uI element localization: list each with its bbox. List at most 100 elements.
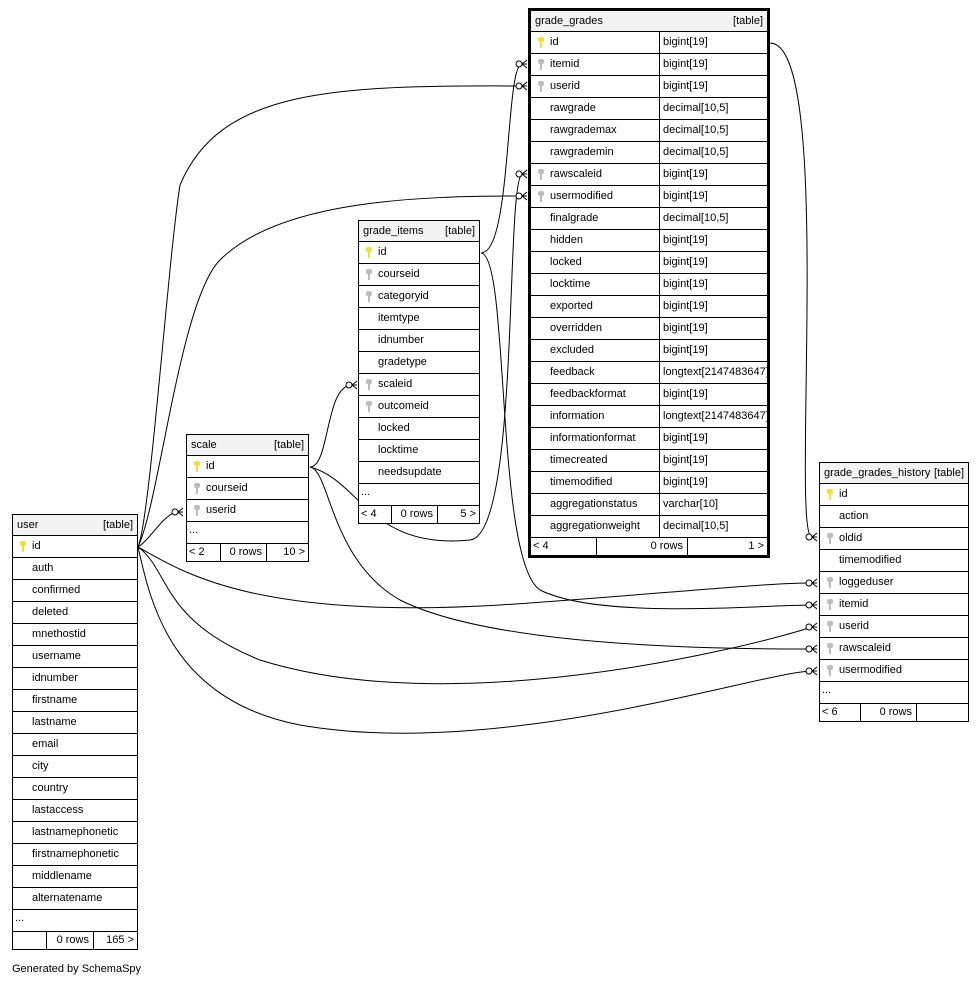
- column-row-firstname[interactable]: firstname: [13, 690, 137, 712]
- many-marker: [521, 59, 528, 69]
- column-row-userid[interactable]: userid: [187, 500, 308, 522]
- table-header[interactable]: user[table]: [13, 515, 137, 536]
- optional-marker: [805, 579, 813, 587]
- column-name: userid: [550, 80, 580, 92]
- table-header[interactable]: grade_grades[table]: [531, 11, 767, 32]
- column-row-confirmed[interactable]: confirmed: [13, 580, 137, 602]
- column-row-scaleid[interactable]: scaleid: [359, 374, 479, 396]
- rel-grade-grades-id-to-history-oldid: [769, 42, 813, 538]
- column-row-mnethostid[interactable]: mnethostid: [13, 624, 137, 646]
- column-row-lastname[interactable]: lastname: [13, 712, 137, 734]
- column-row-needsupdate[interactable]: needsupdate: [359, 462, 479, 484]
- column-row-id[interactable]: id: [359, 242, 479, 264]
- column-row-courseid[interactable]: courseid: [187, 478, 308, 500]
- table-header[interactable]: grade_grades_history[table]: [820, 463, 968, 484]
- column-type: bigint[19]: [659, 340, 708, 361]
- column-row-id[interactable]: id: [187, 456, 308, 478]
- parent-tables-link[interactable]: < 2: [189, 546, 205, 558]
- column-row-country[interactable]: country: [13, 778, 137, 800]
- column-name: mnethostid: [32, 628, 86, 640]
- column-row-gradetype[interactable]: gradetype: [359, 352, 479, 374]
- parent-tables-link[interactable]: [13, 932, 46, 949]
- parent-tables-link[interactable]: < 4: [361, 508, 377, 520]
- column-row-lastaccess[interactable]: lastaccess: [13, 800, 137, 822]
- column-row-lastnamephonetic[interactable]: lastnamephonetic: [13, 822, 137, 844]
- many-marker: [811, 600, 818, 610]
- column-row-email[interactable]: email: [13, 734, 137, 756]
- more-columns-row: ...: [13, 910, 137, 932]
- column-row-userid[interactable]: userid: [820, 616, 968, 638]
- column-row-outcomeid[interactable]: outcomeid: [359, 396, 479, 418]
- child-tables-link[interactable]: 5 >: [437, 506, 479, 523]
- child-tables-link[interactable]: [916, 704, 968, 721]
- column-row-timemodified[interactable]: timemodified: [820, 550, 968, 572]
- column-name: firstname: [32, 694, 78, 706]
- column-row-idnumber[interactable]: idnumber: [359, 330, 479, 352]
- column-row-deleted[interactable]: deleted: [13, 602, 137, 624]
- column-row-alternatename[interactable]: alternatename: [13, 888, 137, 910]
- column-row-usermodified[interactable]: usermodified: [820, 660, 968, 682]
- column-row-locktime[interactable]: locktime: [359, 440, 479, 462]
- child-tables-link[interactable]: 10 >: [266, 544, 308, 561]
- many-marker: [177, 507, 184, 517]
- table-header[interactable]: grade_items[table]: [359, 221, 479, 242]
- parent-tables-link[interactable]: < 4: [533, 540, 549, 552]
- table-header[interactable]: scale[table]: [187, 435, 308, 456]
- column-row-courseid[interactable]: courseid: [359, 264, 479, 286]
- column-row-locked[interactable]: locked: [359, 418, 479, 440]
- column-row-auth[interactable]: auth: [13, 558, 137, 580]
- optional-marker: [515, 82, 523, 90]
- column-row-itemtype[interactable]: itemtype: [359, 308, 479, 330]
- column-row-idnumber[interactable]: idnumber: [13, 668, 137, 690]
- column-row-middlename[interactable]: middlename: [13, 866, 137, 888]
- column-name: country: [32, 782, 69, 794]
- column-row-id[interactable]: id: [13, 536, 137, 558]
- column-name: aggregationweight: [550, 520, 640, 532]
- parent-tables-link[interactable]: < 6: [822, 706, 838, 718]
- column-row-loggeduser[interactable]: loggeduser: [820, 572, 968, 594]
- column-row-firstnamephonetic[interactable]: firstnamephonetic: [13, 844, 137, 866]
- child-tables-link[interactable]: 165 >: [93, 932, 137, 949]
- more-columns-indicator: ...: [361, 486, 371, 498]
- column-row-itemid[interactable]: itemid: [820, 594, 968, 616]
- column-name: feedbackformat: [550, 388, 626, 400]
- column-row-city[interactable]: city: [13, 756, 137, 778]
- column-row-username[interactable]: username: [13, 646, 137, 668]
- child-tables-link[interactable]: 1 >: [687, 538, 767, 555]
- column-row-oldid[interactable]: oldid: [820, 528, 968, 550]
- column-row-action[interactable]: action: [820, 506, 968, 528]
- column-row-rawscaleid[interactable]: rawscaleid: [820, 638, 968, 660]
- column-name: itemid: [839, 598, 869, 610]
- column-type: bigint[19]: [659, 32, 708, 53]
- column-row-id[interactable]: id: [820, 484, 968, 506]
- column-row-categoryid[interactable]: categoryid: [359, 286, 479, 308]
